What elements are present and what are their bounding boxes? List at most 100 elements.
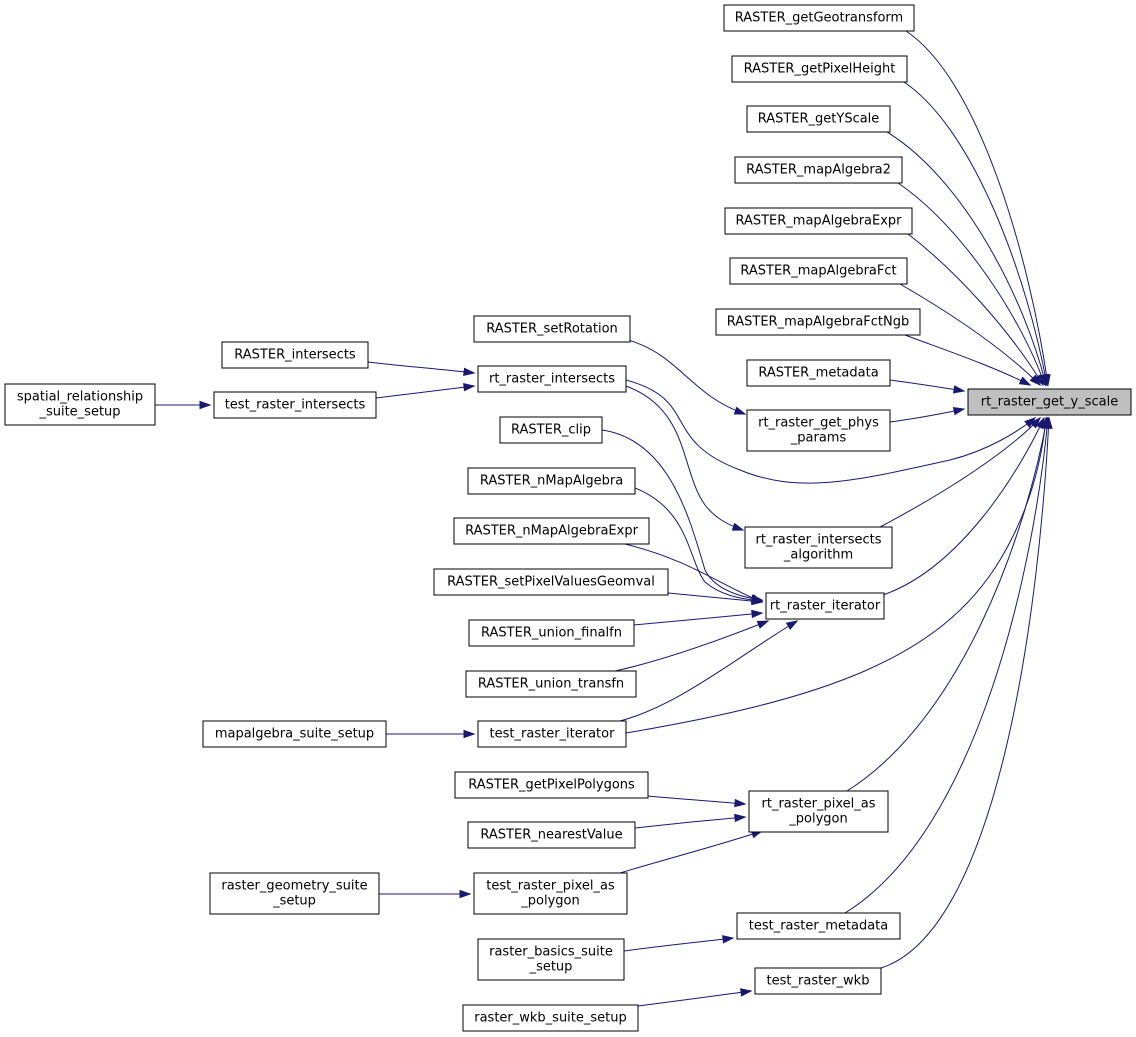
node-test_raster_intersects[interactable]: test_raster_intersects xyxy=(213,391,377,419)
edge-line xyxy=(904,334,1031,386)
node-RASTER_nMapAlgebra[interactable]: RASTER_nMapAlgebra xyxy=(467,467,636,495)
edge-mapalgebra_suite_setup-to-test_raster_iterator xyxy=(386,729,476,739)
node-RASTER_union_transfn[interactable]: RASTER_union_transfn xyxy=(465,670,637,698)
edge-line xyxy=(637,990,752,1007)
node-box xyxy=(731,55,908,83)
edge-spatial_relationship_suite_setup-to-test_raster_intersects xyxy=(155,400,212,410)
edge-line xyxy=(627,339,746,415)
node-RASTER_setPixelValuesGeomval[interactable]: RASTER_setPixelValuesGeomval xyxy=(433,568,669,596)
node-rt_raster_intersects_algorithm[interactable]: rt_raster_intersects_algorithm xyxy=(744,526,893,569)
node-rt_raster_pixel_as_polygon[interactable]: rt_raster_pixel_as_polygon xyxy=(748,790,889,833)
edge-arrowhead xyxy=(459,889,472,899)
node-box xyxy=(453,517,650,545)
node-label: test_raster_pixel_as xyxy=(486,879,615,894)
edge-RASTER_setRotation-to-rt_raster_get_phys_params xyxy=(627,339,747,415)
node-test_raster_pixel_as_polygon[interactable]: test_raster_pixel_as_polygon xyxy=(473,872,628,915)
node-test_raster_wkb[interactable]: test_raster_wkb xyxy=(754,967,882,995)
edge-arrowhead xyxy=(1044,416,1053,429)
edge-line xyxy=(903,81,1048,386)
node-label: RASTER_union_transfn xyxy=(478,677,624,692)
edge-rt_raster_get_phys_params-to-rt_raster_get_y_scale xyxy=(889,407,966,423)
node-box xyxy=(744,526,893,569)
node-label: RASTER_nMapAlgebra xyxy=(480,474,623,489)
node-label: _algorithm xyxy=(783,548,853,563)
node-RASTER_getPixelPolygons[interactable]: RASTER_getPixelPolygons xyxy=(454,771,649,799)
node-label: RASTER_getPixelHeight xyxy=(744,62,896,77)
edge-arrowhead xyxy=(751,596,764,606)
node-RASTER_getPixelHeight[interactable]: RASTER_getPixelHeight xyxy=(731,55,908,83)
node-box xyxy=(473,872,628,915)
node-RASTER_setRotation[interactable]: RASTER_setRotation xyxy=(473,315,631,343)
edge-raster_geometry_suite_setup-to-test_raster_pixel_as_polygon xyxy=(379,889,472,899)
edge-rt_raster_iterator-to-rt_raster_get_y_scale xyxy=(879,416,1045,597)
node-label: RASTER_clip xyxy=(511,423,591,438)
edge-line xyxy=(879,417,1041,528)
node-RASTER_mapAlgebra2[interactable]: RASTER_mapAlgebra2 xyxy=(734,156,903,184)
edge-line xyxy=(375,385,475,399)
node-label: _polygon xyxy=(520,894,579,909)
node-label: raster_wkb_suite_setup xyxy=(474,1011,627,1026)
node-box xyxy=(202,720,387,748)
node-label: mapalgebra_suite_setup xyxy=(215,727,374,742)
edge-line xyxy=(905,30,1049,386)
edge-test_raster_pixel_as_polygon-to-rt_raster_pixel_as_polygon xyxy=(619,830,764,874)
node-raster_geometry_suite_setup[interactable]: raster_geometry_suite_setup xyxy=(209,872,380,915)
edge-line xyxy=(889,379,965,392)
node-box xyxy=(715,308,921,336)
node-raster_wkb_suite_setup[interactable]: raster_wkb_suite_setup xyxy=(462,1004,639,1032)
node-rt_raster_intersects[interactable]: rt_raster_intersects xyxy=(477,365,627,393)
node-box xyxy=(724,207,913,235)
edge-arrowhead xyxy=(1033,373,1044,387)
node-raster_basics_suite_setup[interactable]: raster_basics_suite_setup xyxy=(477,938,625,981)
node-box xyxy=(4,383,156,426)
edge-rt_raster_intersects_algorithm-to-rt_raster_get_y_scale xyxy=(879,416,1042,528)
node-rt_raster_get_y_scale[interactable]: rt_raster_get_y_scale xyxy=(967,388,1132,416)
edge-arrowhead xyxy=(952,407,966,416)
node-test_raster_iterator[interactable]: test_raster_iterator xyxy=(477,720,627,748)
edge-line xyxy=(897,182,1046,386)
edge-line xyxy=(879,417,1045,597)
focus-node-box xyxy=(967,388,1132,416)
node-RASTER_getYScale[interactable]: RASTER_getYScale xyxy=(746,105,891,133)
node-box xyxy=(467,821,636,849)
node-RASTER_union_finalfn[interactable]: RASTER_union_finalfn xyxy=(468,619,635,647)
edge-arrowhead xyxy=(740,988,753,997)
node-RASTER_getGeotransform[interactable]: RASTER_getGeotransform xyxy=(723,4,915,32)
node-spatial_relationship_suite_setup[interactable]: spatial_relationship_suite_setup xyxy=(4,383,156,426)
edge-arrowhead xyxy=(733,406,747,415)
edge-line xyxy=(614,620,769,672)
node-label: RASTER_mapAlgebraExpr xyxy=(735,214,902,229)
edge-raster_wkb_suite_setup-to-test_raster_wkb xyxy=(637,988,753,1007)
node-box xyxy=(213,391,377,419)
node-mapalgebra_suite_setup[interactable]: mapalgebra_suite_setup xyxy=(202,720,387,748)
node-RASTER_mapAlgebraExpr[interactable]: RASTER_mapAlgebraExpr xyxy=(724,207,913,235)
node-label: _params xyxy=(790,431,847,446)
node-RASTER_mapAlgebraFct[interactable]: RASTER_mapAlgebraFct xyxy=(729,257,908,285)
node-box xyxy=(477,365,627,393)
node-RASTER_metadata[interactable]: RASTER_metadata xyxy=(746,359,891,387)
node-RASTER_nMapAlgebraExpr[interactable]: RASTER_nMapAlgebraExpr xyxy=(453,517,650,545)
node-RASTER_clip[interactable]: RASTER_clip xyxy=(499,416,603,444)
edge-line xyxy=(625,379,1036,484)
node-label: _setup xyxy=(272,894,316,909)
edge-test_raster_intersects-to-rt_raster_intersects xyxy=(375,383,476,399)
node-rt_raster_get_phys_params[interactable]: rt_raster_get_phys_params xyxy=(746,409,891,452)
node-box xyxy=(746,105,891,133)
node-RASTER_intersects[interactable]: RASTER_intersects xyxy=(221,341,369,369)
edge-RASTER_mapAlgebraFctNgb-to-rt_raster_get_y_scale xyxy=(904,334,1032,386)
node-box xyxy=(746,359,891,387)
node-rt_raster_iterator[interactable]: rt_raster_iterator xyxy=(765,592,885,620)
node-box xyxy=(462,1004,639,1032)
node-RASTER_nearestValue[interactable]: RASTER_nearestValue xyxy=(467,821,636,849)
node-RASTER_mapAlgebraFctNgb[interactable]: RASTER_mapAlgebraFctNgb xyxy=(715,308,921,336)
edge-RASTER_metadata-to-rt_raster_get_y_scale xyxy=(889,379,966,394)
node-box xyxy=(433,568,669,596)
node-label: raster_basics_suite xyxy=(489,945,613,960)
edge-RASTER_getYScale-to-rt_raster_get_y_scale xyxy=(886,131,1048,387)
edge-arrowhead xyxy=(734,798,747,808)
node-test_raster_metadata[interactable]: test_raster_metadata xyxy=(736,912,901,940)
node-box xyxy=(465,670,637,698)
edge-test_raster_iterator-to-rt_raster_get_y_scale xyxy=(625,416,1050,734)
edge-arrowhead xyxy=(722,935,735,944)
edge-arrowhead xyxy=(463,383,476,392)
